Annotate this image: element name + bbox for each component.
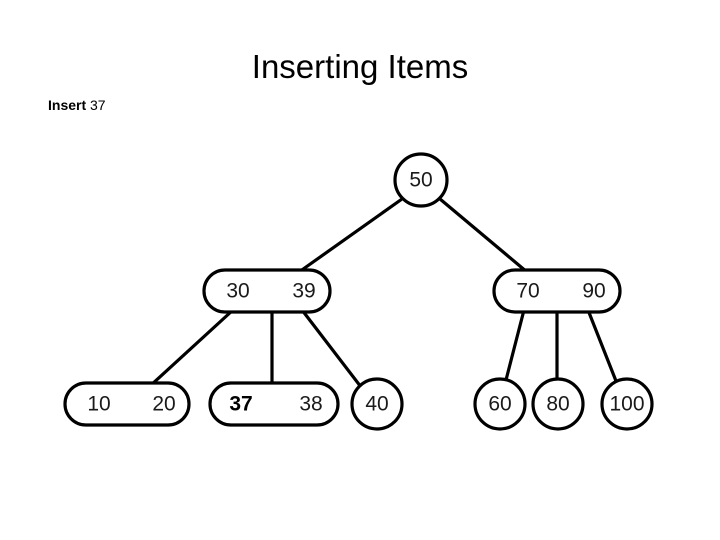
node-shape-stadium <box>63 381 191 427</box>
tree-node-mid-left: 30 39 <box>202 268 332 314</box>
tree-node-layer: 50 30 39 70 90 10 20 37 38 40 60 80 100 <box>63 152 654 431</box>
operation-verb: Insert <box>48 97 87 113</box>
node-key: 40 <box>365 393 388 416</box>
tree-edge <box>148 308 235 388</box>
node-shape-circle <box>393 152 449 208</box>
node-key: 70 <box>516 280 539 303</box>
operation-label: Insert 37 <box>48 96 106 114</box>
node-key: 38 <box>299 393 322 416</box>
tree-edge <box>297 197 404 274</box>
node-shape-circle <box>531 377 585 431</box>
page-title: Inserting Items <box>251 48 469 85</box>
node-key: 60 <box>488 393 511 416</box>
tree-edge <box>300 308 363 389</box>
node-shape-stadium <box>208 381 340 427</box>
node-key: 100 <box>609 393 644 416</box>
tree-edge-layer <box>148 197 618 389</box>
tree-node-leaf-40: 40 <box>350 377 404 431</box>
node-key: 10 <box>87 393 110 416</box>
node-key: 20 <box>152 393 175 416</box>
operation-key: 37 <box>90 97 106 113</box>
node-shape-circle <box>600 377 654 431</box>
node-key: 39 <box>292 280 315 303</box>
tree-edge <box>438 197 529 274</box>
node-key: 80 <box>546 393 569 416</box>
tree-node-root: 50 <box>393 152 449 208</box>
node-shape-circle <box>350 377 404 431</box>
tree-node-leaf-60: 60 <box>473 377 527 431</box>
node-shape-circle <box>473 377 527 431</box>
tree-node-leaf-80: 80 <box>531 377 585 431</box>
tree-edge <box>504 308 526 382</box>
node-shape-stadium <box>492 268 622 314</box>
tree-node-leaf-100: 100 <box>600 377 654 431</box>
tree-edge <box>586 308 618 383</box>
node-shape-stadium <box>202 268 332 314</box>
tree-node-leaf-37-38: 37 38 <box>208 381 340 427</box>
node-key: 50 <box>409 169 432 192</box>
tree-node-mid-right: 70 90 <box>492 268 622 314</box>
node-key: 30 <box>226 280 249 303</box>
tree-node-leaf-10-20: 10 20 <box>63 381 191 427</box>
node-key: 90 <box>582 280 605 303</box>
node-key: 37 <box>229 393 252 416</box>
